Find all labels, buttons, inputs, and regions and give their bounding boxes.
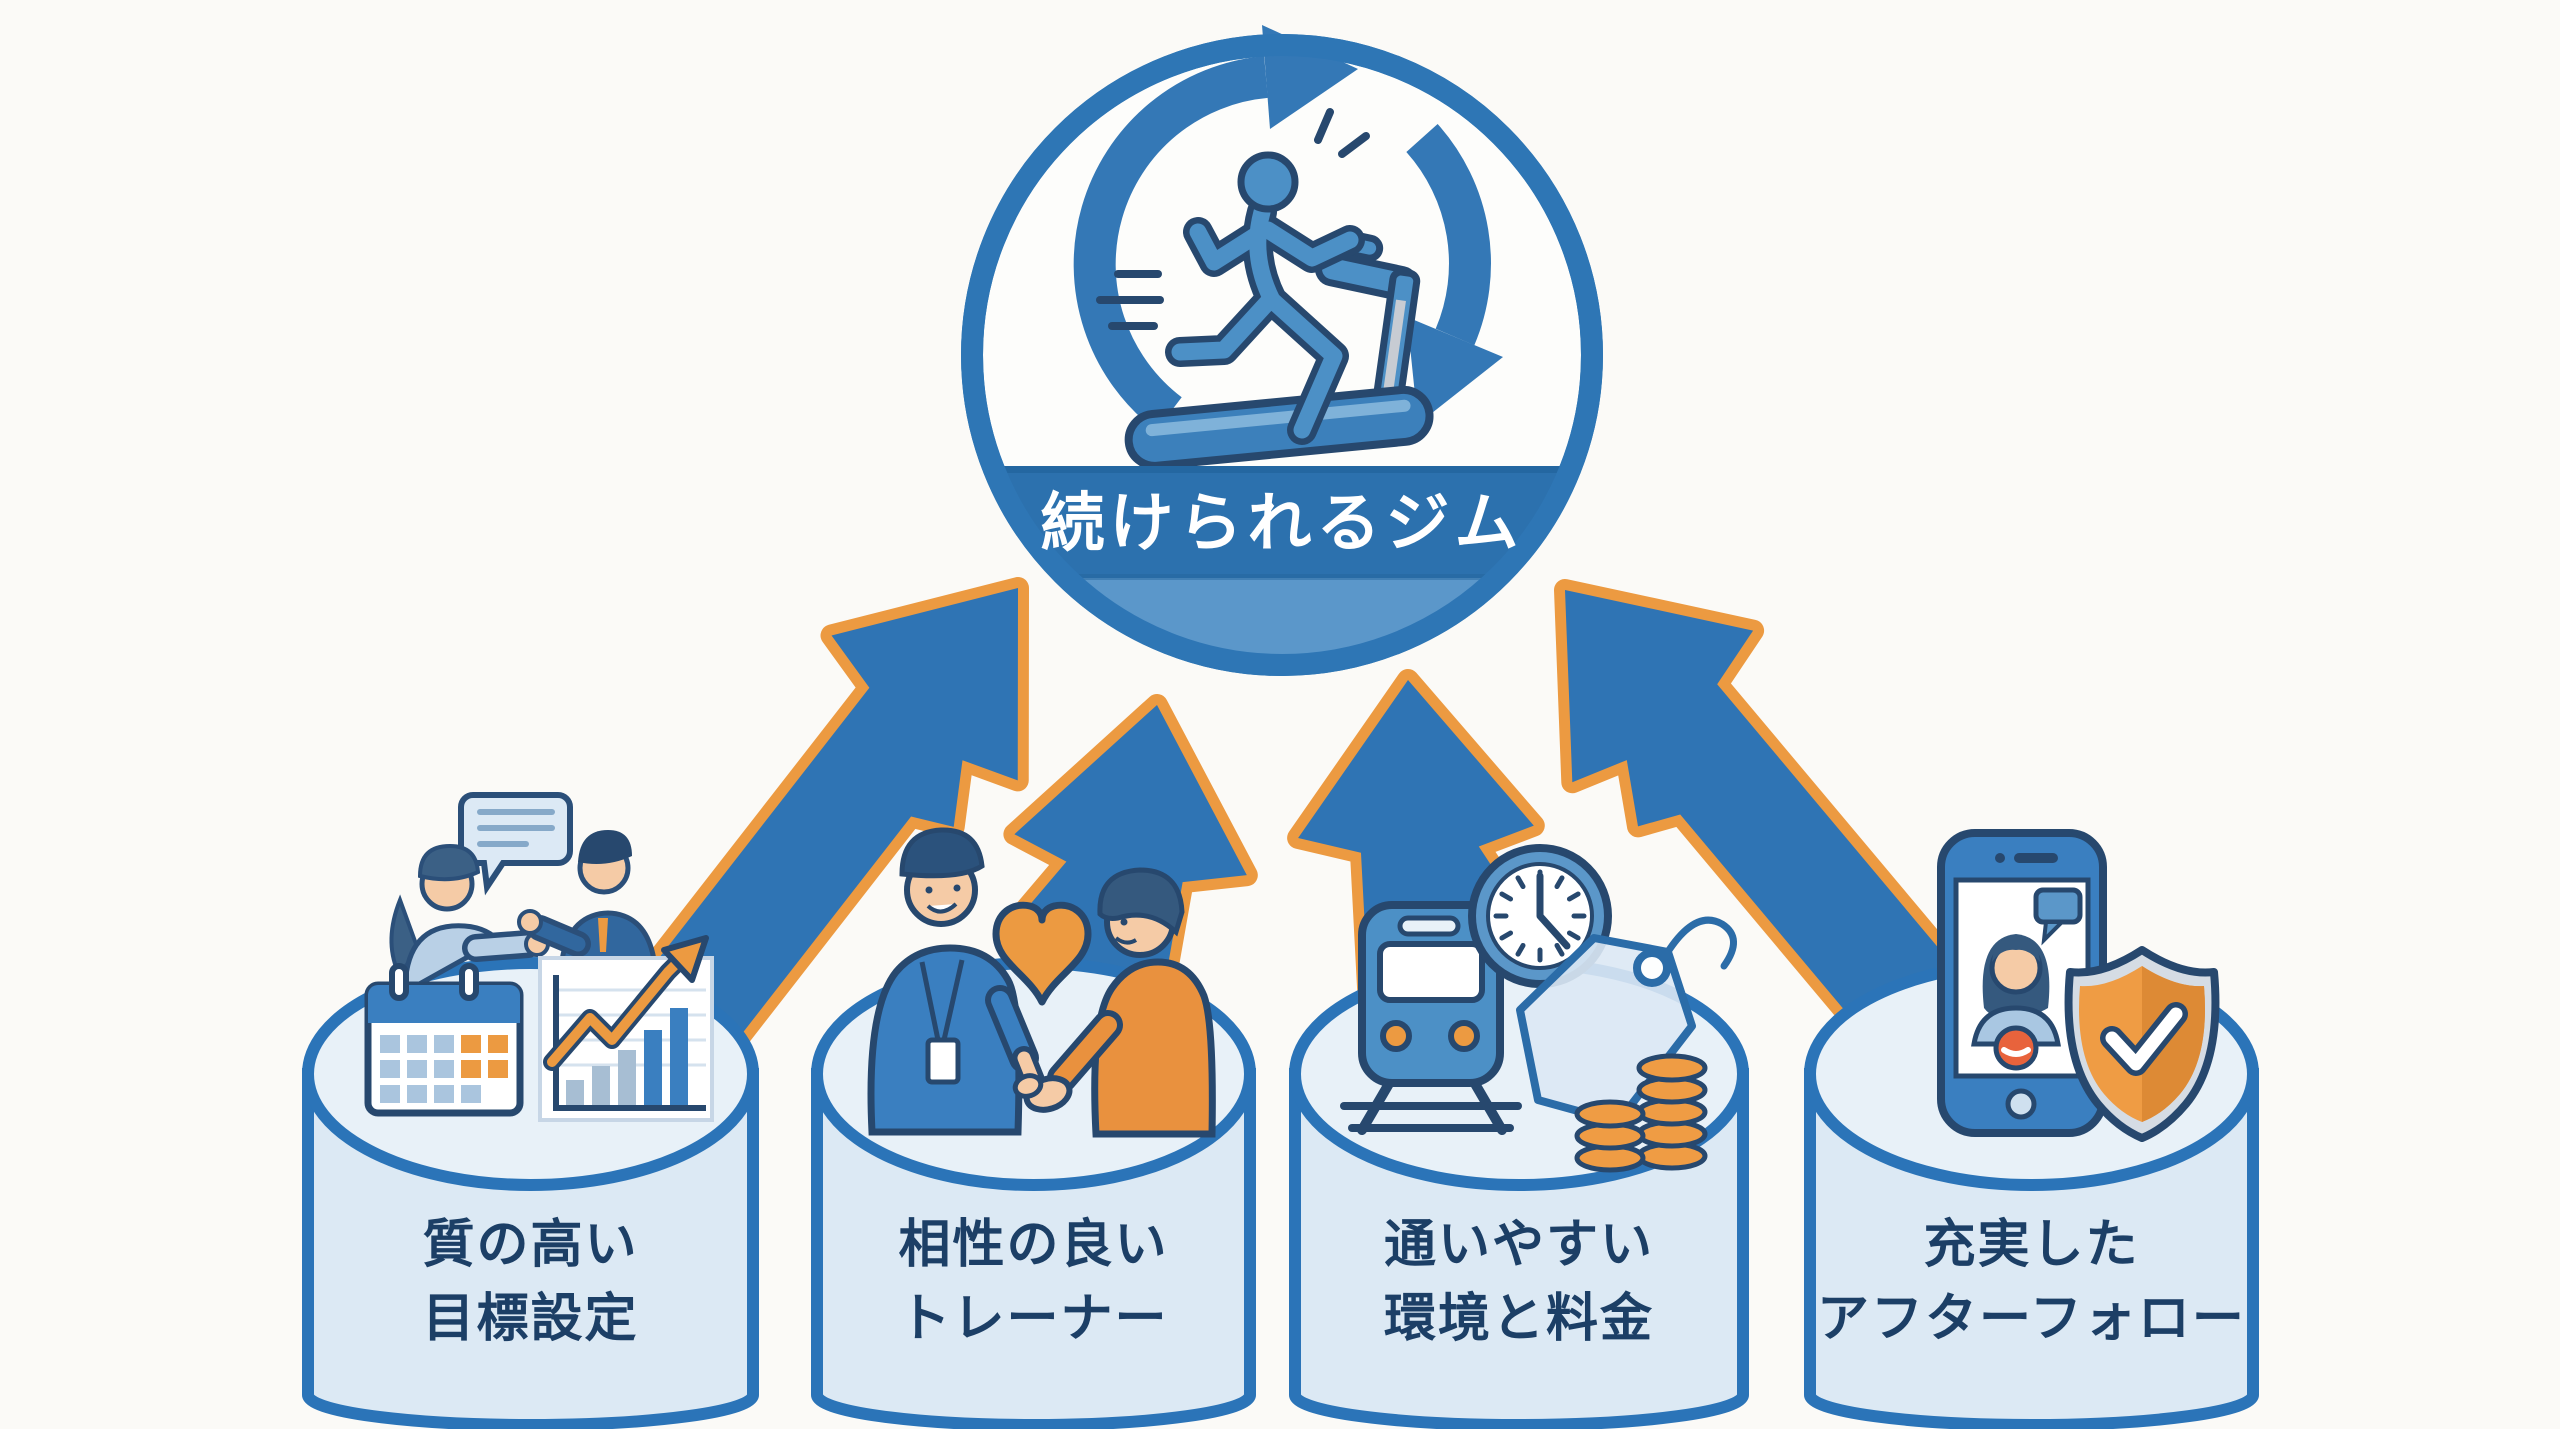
calendar-icon xyxy=(364,963,524,1117)
speech-bubble-icon xyxy=(458,792,573,896)
coins-icon xyxy=(1574,1053,1708,1173)
train-icon xyxy=(1340,901,1522,1135)
pillar-2-icons xyxy=(867,827,1216,1138)
pillar-4-icons xyxy=(1937,829,2220,1142)
pillar-1-icons xyxy=(364,792,714,1122)
pillar-label-easy-access-fee: 通いやすい 環境と料金 xyxy=(1295,1208,1743,1356)
runner-icon xyxy=(1096,108,1370,445)
cycle-arrowhead-bottom xyxy=(1407,317,1503,424)
treadmill-icon xyxy=(1124,230,1434,470)
video-call-phone-icon xyxy=(1937,829,2107,1137)
pillar-label-line: 充実した xyxy=(1923,1216,2140,1274)
heart-icon xyxy=(992,901,1092,1006)
cycle-arrows-icon xyxy=(1073,56,1491,431)
pillar-label-line: 相性の良い xyxy=(898,1216,1169,1274)
pillar-label-goal-setting: 質の高い 目標設定 xyxy=(308,1208,753,1356)
central-gym-label: 続けられるジム xyxy=(1040,487,1524,559)
pillar-label-line: 質の高い xyxy=(422,1216,639,1274)
pillar-label-line: 通いやすい xyxy=(1383,1216,1654,1274)
pillar-label-compatible-trainer: 相性の良い トレーナー xyxy=(817,1208,1250,1356)
clock-icon xyxy=(1468,844,1612,988)
pillar-label-line: 目標設定 xyxy=(422,1290,639,1348)
pillar-label-line: アフターフォロー xyxy=(1817,1290,2246,1348)
pillar-3-icons xyxy=(1340,844,1737,1173)
growth-chart-icon xyxy=(538,935,714,1122)
pillar-label-line: トレーナー xyxy=(898,1290,1169,1348)
handshake-icon xyxy=(1012,1073,1073,1113)
pillar-label-line: 環境と料金 xyxy=(1383,1290,1654,1348)
shield-check-icon xyxy=(2064,946,2220,1142)
pillar-label-after-follow: 充実した アフターフォロー xyxy=(1800,1208,2263,1356)
client-icon xyxy=(1047,867,1216,1138)
trainer-icon xyxy=(867,827,1048,1136)
central-circle xyxy=(961,25,1603,676)
